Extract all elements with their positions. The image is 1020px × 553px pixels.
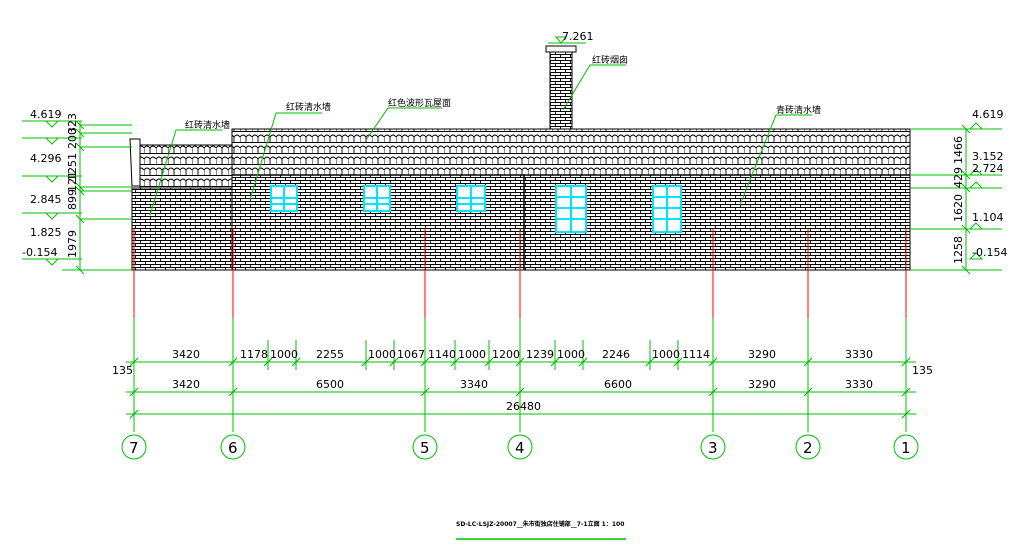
dim-row2-value: 3420 <box>172 378 200 391</box>
dim-row1-end-left: 135 <box>112 364 133 377</box>
dim-row1-value: 1000 <box>458 348 486 361</box>
elev-right-2724: 2.724 <box>972 162 1004 175</box>
chimney <box>549 49 573 130</box>
window <box>555 185 587 233</box>
dim-row2-value: 6600 <box>604 378 632 391</box>
dim-row1-value: 3330 <box>845 348 873 361</box>
main-roof <box>231 128 911 176</box>
note-wall-mid: 红砖清水墙 <box>286 101 331 113</box>
right-elevations <box>910 122 1002 275</box>
dim-row2-value: 3340 <box>460 378 488 391</box>
axis-label: 5 <box>420 439 430 457</box>
left-elevations <box>22 120 132 275</box>
elev-left-1825: 1.825 <box>30 226 62 239</box>
dim-left-200: 200 <box>66 128 79 149</box>
elev-right-top: 4.619 <box>972 108 1004 121</box>
dim-left-121: 121 <box>66 171 79 192</box>
dim-row1-value: 3290 <box>748 348 776 361</box>
elev-left-ground: -0.154 <box>22 246 57 259</box>
left-roof <box>139 144 233 189</box>
axis-label: 1 <box>901 439 911 457</box>
dim-right-429: 429 <box>952 167 965 188</box>
dim-row1-end-right: 135 <box>912 364 933 377</box>
note-leaders <box>149 64 812 216</box>
dim-right-1620: 1620 <box>952 194 965 222</box>
dim-row1-value: 1178 <box>240 348 268 361</box>
dim-row1-value: 1114 <box>682 348 710 361</box>
dim-row2-value: 3330 <box>845 378 873 391</box>
dim-left-1251: 1251 <box>66 153 79 181</box>
dim-row1-value: 1067 <box>397 348 425 361</box>
dim-row1-value: 3420 <box>172 348 200 361</box>
dim-total: 26480 <box>506 400 541 413</box>
axis-bubbles <box>121 434 919 460</box>
dim-row2-value: 6500 <box>316 378 344 391</box>
dim-left-323: 323 <box>66 113 79 134</box>
axis-label: 4 <box>515 439 525 457</box>
elev-left-4296: 4.296 <box>30 152 62 165</box>
window <box>363 185 391 212</box>
dim-row1-value: 2246 <box>602 348 630 361</box>
dim-row1-value: 2255 <box>316 348 344 361</box>
dim-right-1466: 1466 <box>952 136 965 164</box>
dim-left-899: 899 <box>66 189 79 210</box>
chimney-elev-mark <box>548 36 586 44</box>
dim-row1-value: 1000 <box>652 348 680 361</box>
elev-right-3152: 3.152 <box>972 150 1004 163</box>
dim-row1-value: 1000 <box>557 348 585 361</box>
dim-row2-value: 3290 <box>748 378 776 391</box>
window <box>456 185 486 212</box>
dim-row1-value: 1000 <box>270 348 298 361</box>
axis-label: 3 <box>708 439 718 457</box>
dim-row1-value: 1000 <box>368 348 396 361</box>
axis-label: 6 <box>228 439 238 457</box>
axis-label: 7 <box>129 439 139 457</box>
note-chimney: 红砖烟囱 <box>592 54 628 66</box>
drawing-title: SD-LC-LSJZ-20007__朱市街独店住铺部__7-1立面 1：100 <box>456 520 624 528</box>
dim-left-1979: 1979 <box>66 230 79 258</box>
axis-extension-lines <box>126 228 916 432</box>
window <box>652 185 682 233</box>
building <box>129 45 911 271</box>
elev-left-top: 4.619 <box>30 108 62 121</box>
elev-left-2845: 2.845 <box>30 193 62 206</box>
elev-chimney-top: 7.261 <box>562 30 594 43</box>
dim-row1-value: 1239 <box>526 348 554 361</box>
note-wall-right: 青砖清水墙 <box>776 104 821 116</box>
elev-right-1104: 1.104 <box>972 211 1004 224</box>
axis-label: 2 <box>803 439 813 457</box>
elev-right-ground: -0.154 <box>972 246 1007 259</box>
window <box>270 185 298 212</box>
note-wall-left: 红砖清水墙 <box>185 119 230 131</box>
dim-right-1258: 1258 <box>952 236 965 264</box>
dim-row1-value: 1140 <box>428 348 456 361</box>
note-roof: 红色波形瓦屋面 <box>388 97 451 109</box>
dim-row1-value: 1200 <box>492 348 520 361</box>
left-wall <box>131 187 233 271</box>
